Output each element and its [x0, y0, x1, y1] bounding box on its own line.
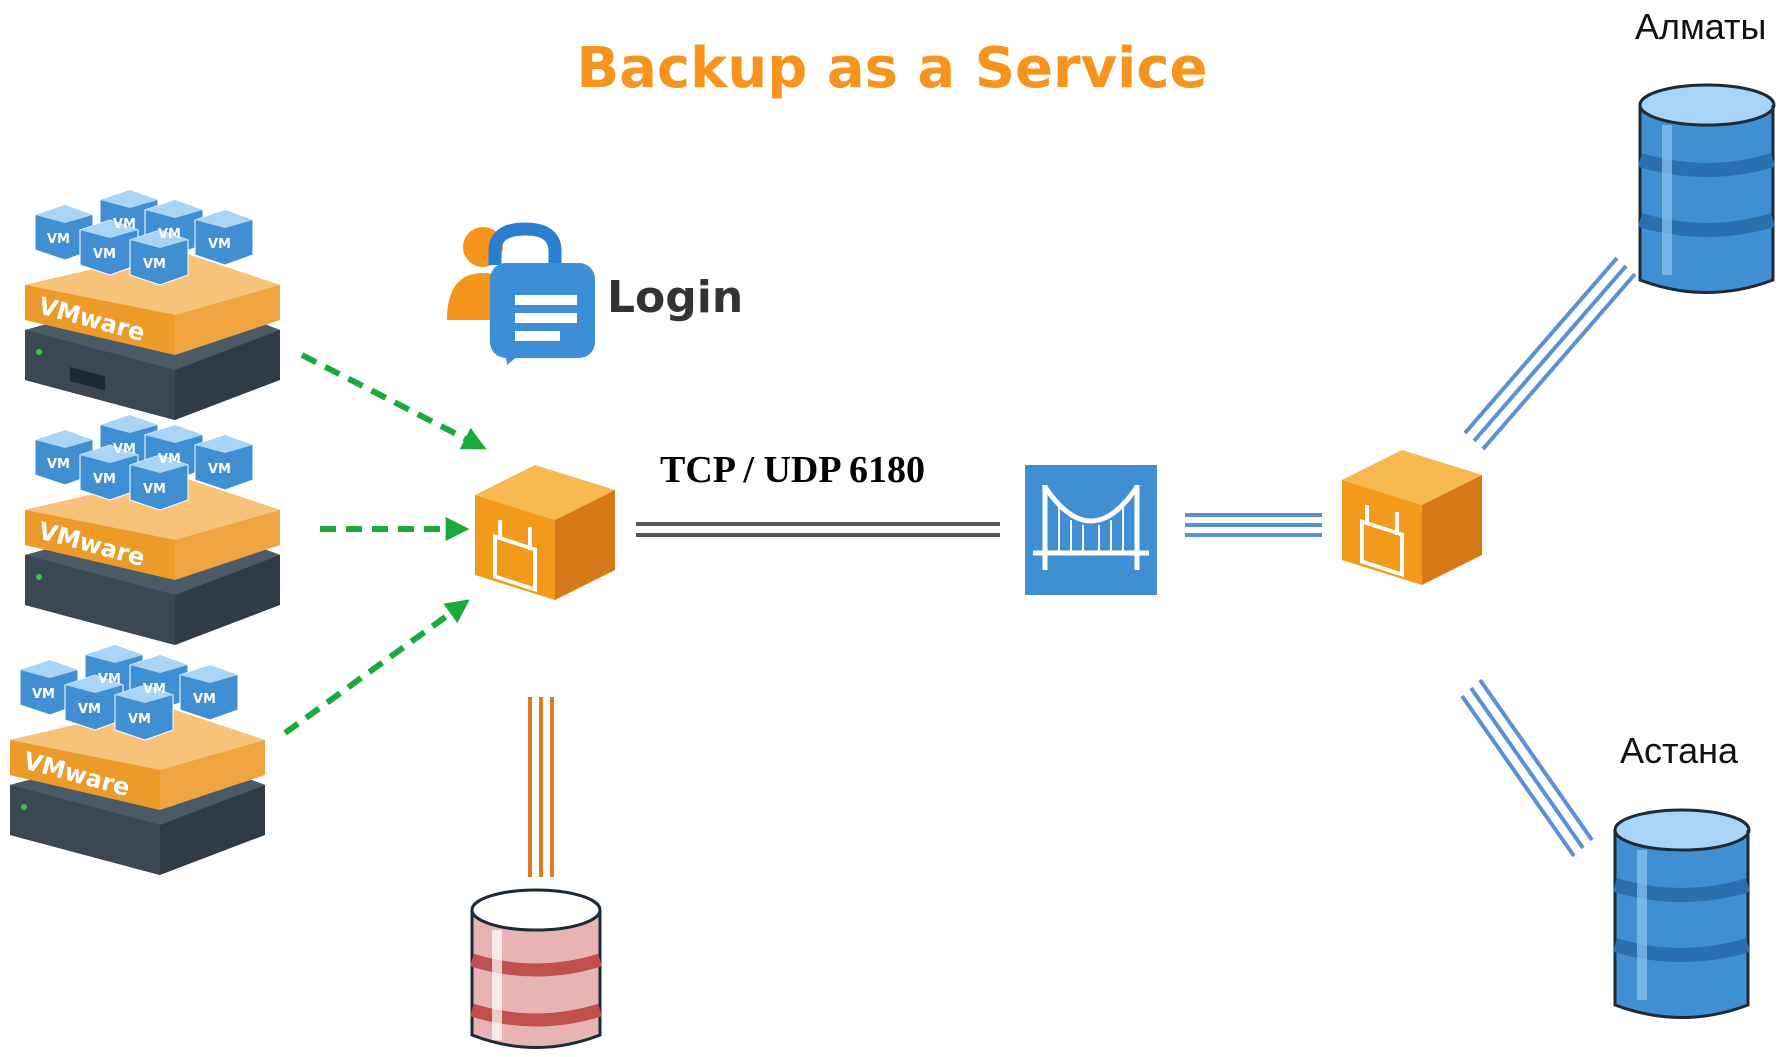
vm-label: VM [47, 232, 70, 247]
site-link-astana [1460, 678, 1594, 858]
arrow-host-3 [283, 599, 470, 736]
tcp-link [636, 522, 1000, 537]
login-icon [447, 222, 595, 365]
gateway-bridge-icon [1025, 465, 1157, 595]
vm-label: VM [208, 237, 231, 252]
site-label-almaty: Алматы [1635, 6, 1767, 47]
vm-label: VM [158, 227, 181, 242]
vm-label: VM [93, 472, 116, 487]
database-icon [470, 888, 602, 1049]
wan-link [1185, 513, 1322, 537]
vm-label: VM [47, 457, 70, 472]
vm-label: VM [158, 452, 181, 467]
replication-arrows [283, 352, 487, 736]
vm-label: VM [78, 702, 101, 717]
protocol-label: TCP / UDP 6180 [660, 449, 925, 491]
database-icon [1612, 808, 1751, 1019]
vmware-host-icon: VMware VM VM VM VM VM VM [10, 644, 265, 875]
vm-label: VM [113, 442, 136, 457]
database-icon [1637, 83, 1776, 294]
vmware-host-icon: VMware VM VM VM VM VM VM [25, 414, 280, 645]
arrow-host-1 [300, 352, 487, 450]
vm-label: VM [113, 217, 136, 232]
vm-label: VM [128, 712, 151, 727]
local-storage-link [528, 697, 554, 877]
site-label-astana: Астана [1620, 730, 1739, 771]
login-label: Login [607, 272, 743, 323]
vmware-host-icon: VMware VM VM VM VM VM [25, 189, 280, 420]
backup-appliance-icon [1342, 450, 1482, 585]
vm-label: VM [93, 247, 116, 262]
vm-label: VM [143, 482, 166, 497]
site-link-almaty [1463, 256, 1637, 451]
backup-appliance-icon [475, 465, 615, 600]
vm-label: VM [193, 692, 216, 707]
vm-label: VM [208, 462, 231, 477]
vm-label: VM [143, 682, 166, 697]
vm-label: VM [98, 672, 121, 687]
vm-label: VM [32, 687, 55, 702]
page-title: Backup as a Service [576, 36, 1208, 101]
vm-label: VM [143, 257, 166, 272]
